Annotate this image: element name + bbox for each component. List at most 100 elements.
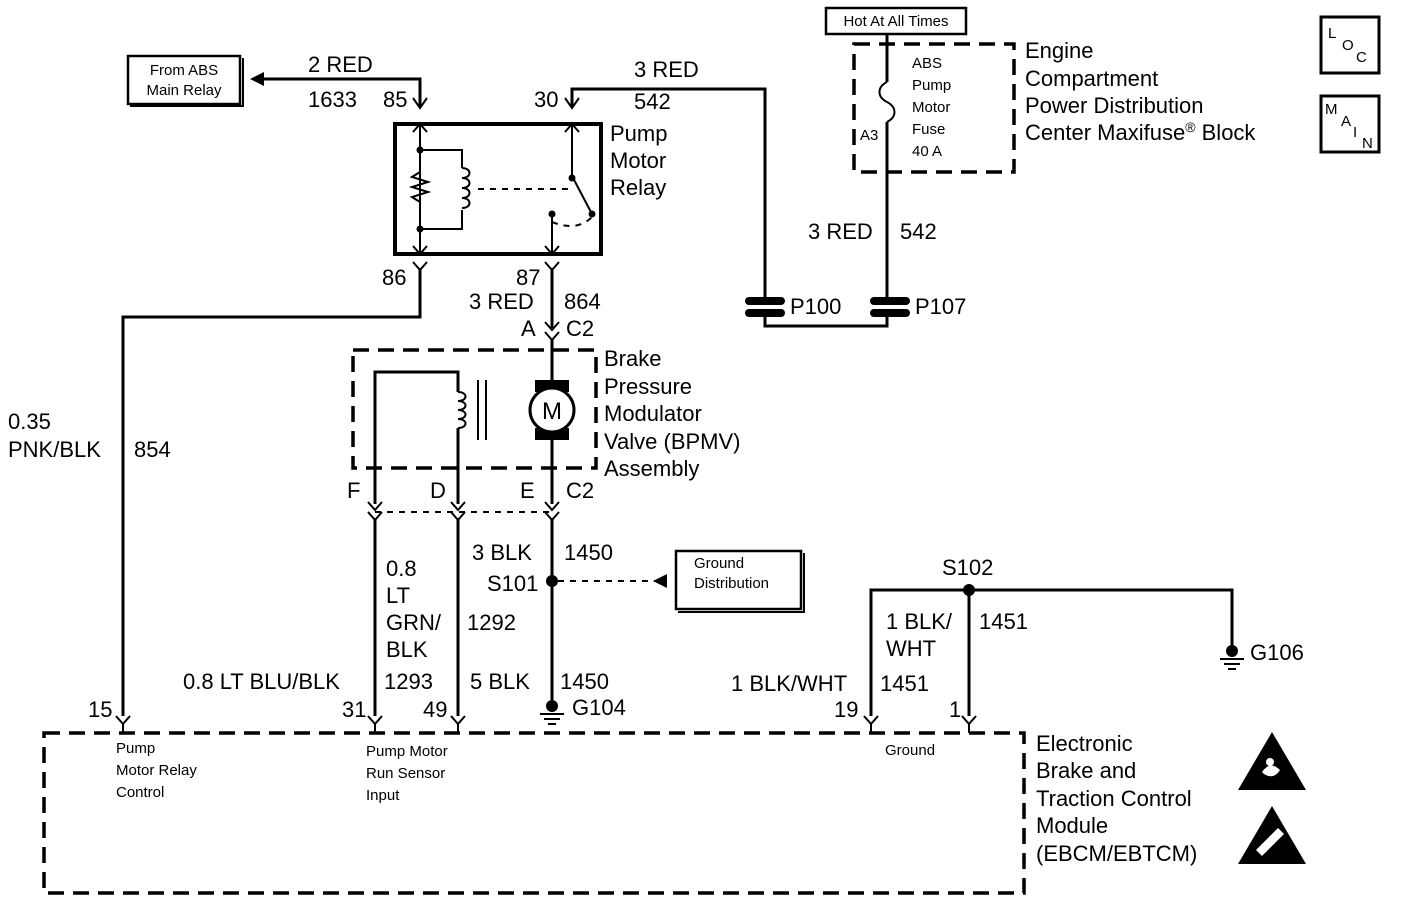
arrow-head-icon (250, 72, 264, 86)
wire-1450-bottom-circuit: 1450 (560, 669, 609, 694)
pin-85: 85 (383, 87, 407, 112)
pin-e: E (520, 478, 535, 503)
ground-g104: G104 (572, 695, 626, 720)
wire-1293-circuit: 1293 (384, 669, 433, 694)
wire-542-top-circuit: 542 (634, 89, 671, 114)
splice-s102-icon (963, 584, 975, 596)
wire-1633-circuit: 1633 (308, 87, 357, 112)
relay-resistor-icon (408, 171, 432, 203)
fuse-block-outline (852, 42, 1016, 174)
pin-label-relay-control-3: Control (116, 784, 164, 801)
fuse-block-title-1: Engine (1025, 38, 1094, 63)
pin-label-relay-control-1: Pump (116, 740, 155, 757)
fuse-label-3: Motor (912, 99, 950, 116)
connector-p107: P107 (915, 294, 966, 319)
pin-d: D (430, 478, 446, 503)
loc-icon: L O C (1319, 15, 1381, 75)
bpmv-title-4: Valve (BPMV) (604, 429, 741, 454)
wire-864-circuit: 864 (564, 289, 601, 314)
splice-s102: S102 (942, 555, 993, 580)
wire-542-right-circuit: 542 (900, 219, 937, 244)
ebcm-title-1: Electronic (1036, 731, 1133, 756)
ebcm-pin-31: 31 (342, 697, 366, 722)
fuse-label-5: 40 A (912, 143, 942, 160)
main-icon: M A I N (1319, 94, 1381, 154)
wire-542-top (570, 87, 767, 300)
svg-text:C: C (1356, 49, 1367, 66)
wire-1292-color-3: GRN/ (386, 610, 442, 635)
pin-30: 30 (534, 87, 558, 112)
run-sensor-coil-icon (457, 391, 467, 429)
from-abs-main-relay-box: From ABS Main Relay (126, 54, 244, 107)
ebcm-outline (42, 731, 1026, 895)
from-abs-label-2: Main Relay (146, 82, 222, 99)
pin-label-ground: Ground (885, 742, 935, 759)
ebcm-title-5: (EBCM/EBTCM) (1036, 841, 1197, 866)
pin-85-connector-icon (412, 97, 428, 110)
svg-text:Ground: Ground (694, 555, 744, 572)
relay-title-2: Motor (610, 148, 666, 173)
pump-motor-relay: 85 30 Pump Motor Relay (383, 87, 767, 300)
esd-sensitive-icon (1238, 806, 1306, 864)
ebcm-title-2: Brake and (1036, 758, 1136, 783)
ebcm-pin-1: 1 (949, 697, 961, 722)
fuse-block-title-3: Power Distribution (1025, 93, 1204, 118)
ebcm-pin-15: 15 (88, 697, 112, 722)
svg-text:L: L (1328, 25, 1336, 42)
arrow-head-icon (653, 574, 667, 588)
wire-542-top-color: 3 RED (634, 57, 699, 82)
wire-854-circuit: 854 (134, 437, 171, 462)
splice-s101: S101 (487, 571, 538, 596)
pump-motor-icon: M (528, 380, 576, 440)
svg-text:A: A (1341, 113, 1351, 130)
connector-p100: P100 (790, 294, 841, 319)
ground-g106-icon (1220, 645, 1244, 670)
ebcm-title-4: Module (1036, 813, 1108, 838)
wire-542-right-color: 3 RED (808, 219, 873, 244)
pin-label-relay-control-2: Motor Relay (116, 762, 197, 779)
ground-g106: G106 (1250, 640, 1304, 665)
pin-label-run-sensor-3: Input (366, 787, 400, 804)
wire-1451-top-circuit: 1451 (979, 609, 1028, 634)
wire-1633-color: 2 RED (308, 52, 373, 77)
wire-1292-color-4: BLK (386, 637, 428, 662)
from-abs-label-1: From ABS (150, 62, 218, 79)
wire-1292-color-1: 0.8 (386, 556, 417, 581)
pin-86: 86 (382, 265, 406, 290)
wire-854-color: PNK/BLK (8, 437, 101, 462)
ground-distribution-box: Ground Distribution (674, 549, 805, 613)
wire-1450-bottom-color: 5 BLK (470, 669, 530, 694)
bpmv-outline (351, 348, 598, 470)
fuse-terminal: A3 (860, 127, 878, 144)
svg-text:I: I (1353, 124, 1357, 141)
connector-p107-icon (870, 297, 910, 317)
bpmv-title-3: Modulator (604, 401, 702, 426)
relay-title-3: Relay (610, 175, 666, 200)
pin-label-run-sensor-1: Pump Motor (366, 743, 448, 760)
wire-1451-top-color-1: 1 BLK/ (886, 609, 953, 634)
wire-1292-circuit: 1292 (467, 610, 516, 635)
wire-1292-color-2: LT (386, 583, 410, 608)
bpmv-title-2: Pressure (604, 374, 692, 399)
wire-854-gauge: 0.35 (8, 409, 51, 434)
svg-text:O: O (1342, 37, 1354, 54)
ground-g104-icon (540, 700, 564, 725)
wire-1450-top-color: 3 BLK (472, 540, 532, 565)
wire-p100-p107 (763, 312, 889, 328)
svg-text:N: N (1362, 135, 1373, 152)
relay-title-1: Pump (610, 121, 667, 146)
esd-warning-icon (1238, 732, 1306, 790)
svg-text:M: M (1325, 101, 1338, 118)
fuse-label-2: Pump (912, 77, 951, 94)
bpmv-title-1: Brake (604, 346, 661, 371)
fuse-block-title-2: Compartment (1025, 66, 1158, 91)
wire-1451-ground (869, 588, 1234, 716)
wire-1450-top-circuit: 1450 (564, 540, 613, 565)
connector-c2-bottom: C2 (566, 478, 594, 503)
fuse-block-title-4: Center Maxifuse® Block (1025, 119, 1256, 145)
pin-a: A (521, 316, 536, 341)
ebcm-title-3: Traction Control (1036, 786, 1192, 811)
bpmv-title-5: Assembly (604, 456, 699, 481)
sensor-core-icon (477, 380, 487, 440)
bpmv-sensor-loop (373, 370, 460, 504)
